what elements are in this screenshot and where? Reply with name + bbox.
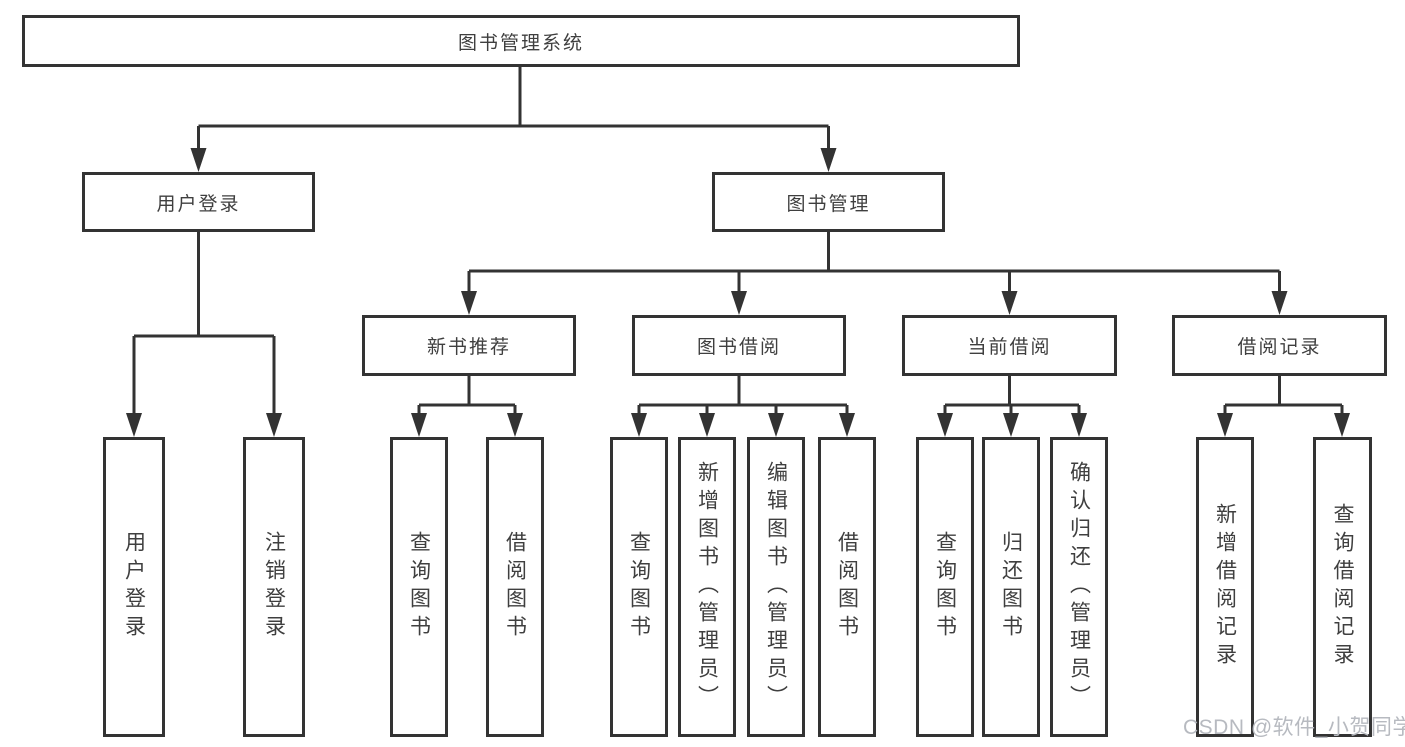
leaf-borrow-books-label: 借阅图书 [835, 531, 859, 643]
node-new-book-recommend: 新书推荐 [362, 315, 576, 376]
arrow-down-icon [699, 413, 715, 437]
node-book-borrow-label: 图书借阅 [696, 337, 781, 358]
node-book-management-label: 图书管理 [786, 193, 871, 215]
leaf-add-borrow-record: 新增借阅记录 [1196, 437, 1254, 737]
arrow-down-icon [731, 291, 747, 315]
leaf-borrow-books: 借阅图书 [818, 437, 876, 737]
leaf-query-books-current-label: 查询图书 [933, 531, 957, 643]
node-book-management: 图书管理 [712, 172, 945, 232]
node-current-borrow-label: 当前借阅 [967, 337, 1052, 358]
node-new-book-recommend-label: 新书推荐 [426, 337, 511, 358]
leaf-query-books-borrow: 查询图书 [610, 437, 668, 737]
leaf-query-books-recommend: 查询图书 [390, 437, 448, 737]
leaf-query-books-current: 查询图书 [916, 437, 974, 737]
arrow-down-icon [1217, 413, 1233, 437]
leaf-borrow-books-recommend: 借阅图书 [486, 437, 544, 737]
node-root-label: 图书管理系统 [457, 32, 584, 54]
arrow-down-icon [126, 413, 142, 437]
node-root: 图书管理系统 [22, 15, 1020, 67]
csdn-watermark: CSDN @软件_小贺同学 [1183, 716, 1405, 739]
node-book-borrow: 图书借阅 [632, 315, 846, 376]
leaf-user-login: 用户登录 [103, 437, 165, 737]
leaf-logout: 注销登录 [243, 437, 305, 737]
leaf-edit-book-admin-label: 编辑图书（管理员） [764, 461, 788, 713]
arrow-down-icon [507, 413, 523, 437]
arrow-down-icon [190, 148, 207, 172]
arrow-down-icon [1003, 413, 1019, 437]
node-borrow-record: 借阅记录 [1172, 315, 1387, 376]
node-user-login-label: 用户登录 [156, 193, 241, 215]
leaf-confirm-return-admin-label: 确认归还（管理员） [1067, 461, 1091, 713]
leaf-add-book-admin-label: 新增图书（管理员） [695, 461, 719, 713]
arrow-down-icon [820, 148, 837, 172]
leaf-add-borrow-record-label: 新增借阅记录 [1213, 503, 1237, 671]
node-current-borrow: 当前借阅 [902, 315, 1117, 376]
arrow-down-icon [1001, 291, 1018, 315]
leaf-return-book-label: 归还图书 [999, 531, 1023, 643]
leaf-query-borrow-record-label: 查询借阅记录 [1331, 503, 1354, 671]
arrow-down-icon [266, 413, 282, 437]
arrow-down-icon [411, 413, 427, 437]
arrow-down-icon [1271, 291, 1288, 315]
leaf-return-book: 归还图书 [982, 437, 1040, 737]
leaf-edit-book-admin: 编辑图书（管理员） [747, 437, 805, 737]
leaf-logout-label: 注销登录 [262, 531, 286, 643]
node-borrow-record-label: 借阅记录 [1237, 337, 1322, 358]
leaf-user-login-label: 用户登录 [122, 531, 146, 643]
arrow-down-icon [768, 413, 784, 437]
node-user-login: 用户登录 [82, 172, 315, 232]
arrow-down-icon [937, 413, 953, 437]
arrow-down-icon [1334, 413, 1350, 437]
arrow-down-icon [461, 291, 477, 315]
leaf-confirm-return-admin: 确认归还（管理员） [1050, 437, 1108, 737]
leaf-borrow-books-recommend-label: 借阅图书 [503, 531, 527, 643]
leaf-query-books-borrow-label: 查询图书 [627, 531, 651, 643]
leaf-add-book-admin: 新增图书（管理员） [678, 437, 736, 737]
arrow-down-icon [839, 413, 855, 437]
leaf-query-borrow-record: 查询借阅记录 [1313, 437, 1372, 737]
arrow-down-icon [631, 413, 647, 437]
arrow-down-icon [1071, 413, 1087, 437]
leaf-query-books-recommend-label: 查询图书 [407, 531, 431, 643]
